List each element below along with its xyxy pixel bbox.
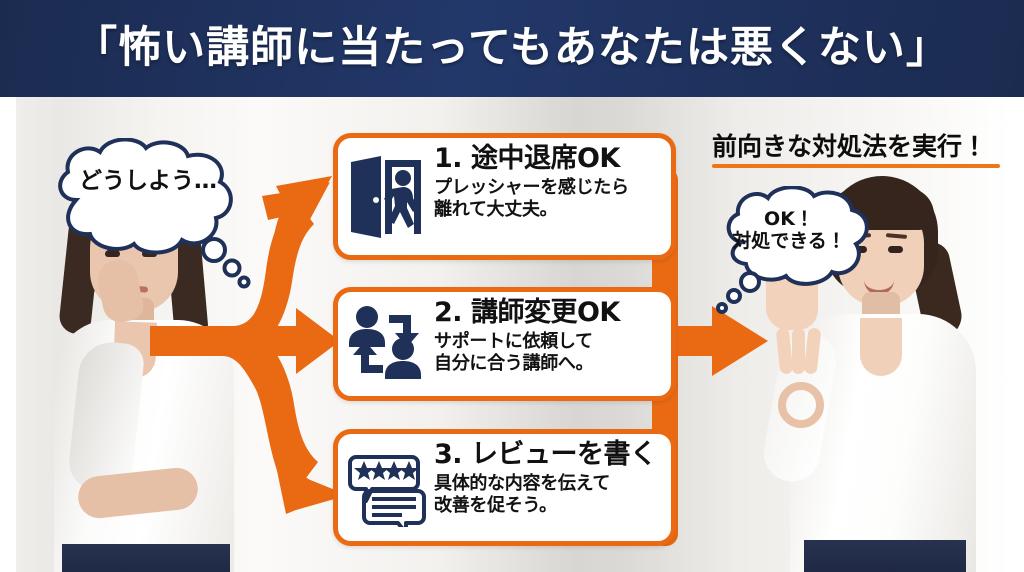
card-2-title: 2. 講師変更OK (434, 297, 620, 328)
worried-bubble-text: どうしよう… (79, 168, 217, 194)
card-leave-early[interactable]: 1. 途中退席OK プレッシャーを感じたら 離れて大丈夫。 (333, 133, 676, 260)
card-1-text: 1. 途中退席OK プレッシャーを感じたら 離れて大丈夫。 (434, 138, 671, 221)
card-3-desc: 具体的な内容を伝えて 改善を促そう。 (434, 472, 611, 516)
right-caption-underline (712, 163, 1000, 168)
page-title: 「怖い講師に当たってもあなたは悪くない」 (74, 23, 950, 73)
navy-trousers (804, 540, 966, 572)
positive-bubble-text: OK！ 対処できる！ (714, 208, 864, 253)
eye-left (105, 250, 120, 257)
header-band: 「怖い講師に当たってもあなたは悪くない」 (0, 0, 1024, 97)
finger (792, 328, 805, 374)
card-change-instructor[interactable]: 2. 講師変更OK サポートに依頼して 自分に合う講師へ。 (333, 287, 676, 401)
left-edge-margin (0, 97, 16, 572)
card-write-review[interactable]: 3. レビューを書く 具体的な内容を伝えて 改善を促そう。 (333, 429, 676, 546)
card-2-text: 2. 講師変更OK サポートに依頼して 自分に合う講師へ。 (434, 292, 671, 375)
right-caption-text: 前向きな対処法を実行！ (712, 132, 988, 161)
exit-door-icon (338, 138, 434, 255)
card-1-title: 1. 途中退席OK (434, 143, 620, 174)
worried-thought-bubble: どうしよう… (42, 138, 254, 289)
v-neckline (860, 318, 902, 376)
eye-right (888, 246, 903, 253)
instructor-swap-icon (338, 292, 434, 396)
right-edge-margin (1010, 97, 1024, 572)
positive-thought-bubble: OK！ 対処できる！ (714, 186, 869, 314)
card-3-text: 3. レビューを書く 具体的な内容を伝えて 改善を促そう。 (434, 434, 671, 517)
card-2-desc: サポートに依頼して 自分に合う講師へ。 (434, 330, 594, 374)
card-1-desc: プレッシャーを感じたら 離れて大丈夫。 (434, 176, 629, 220)
review-stars-icon (338, 434, 434, 541)
right-caption: 前向きな対処法を実行！ (712, 133, 1004, 168)
card-3-title: 3. レビューを書く (434, 439, 657, 470)
positive-bubble-line2: 対処できる！ (732, 230, 846, 253)
positive-bubble-line1: OK！ (764, 208, 814, 230)
ok-ring (778, 382, 824, 428)
navy-trousers (62, 544, 230, 572)
